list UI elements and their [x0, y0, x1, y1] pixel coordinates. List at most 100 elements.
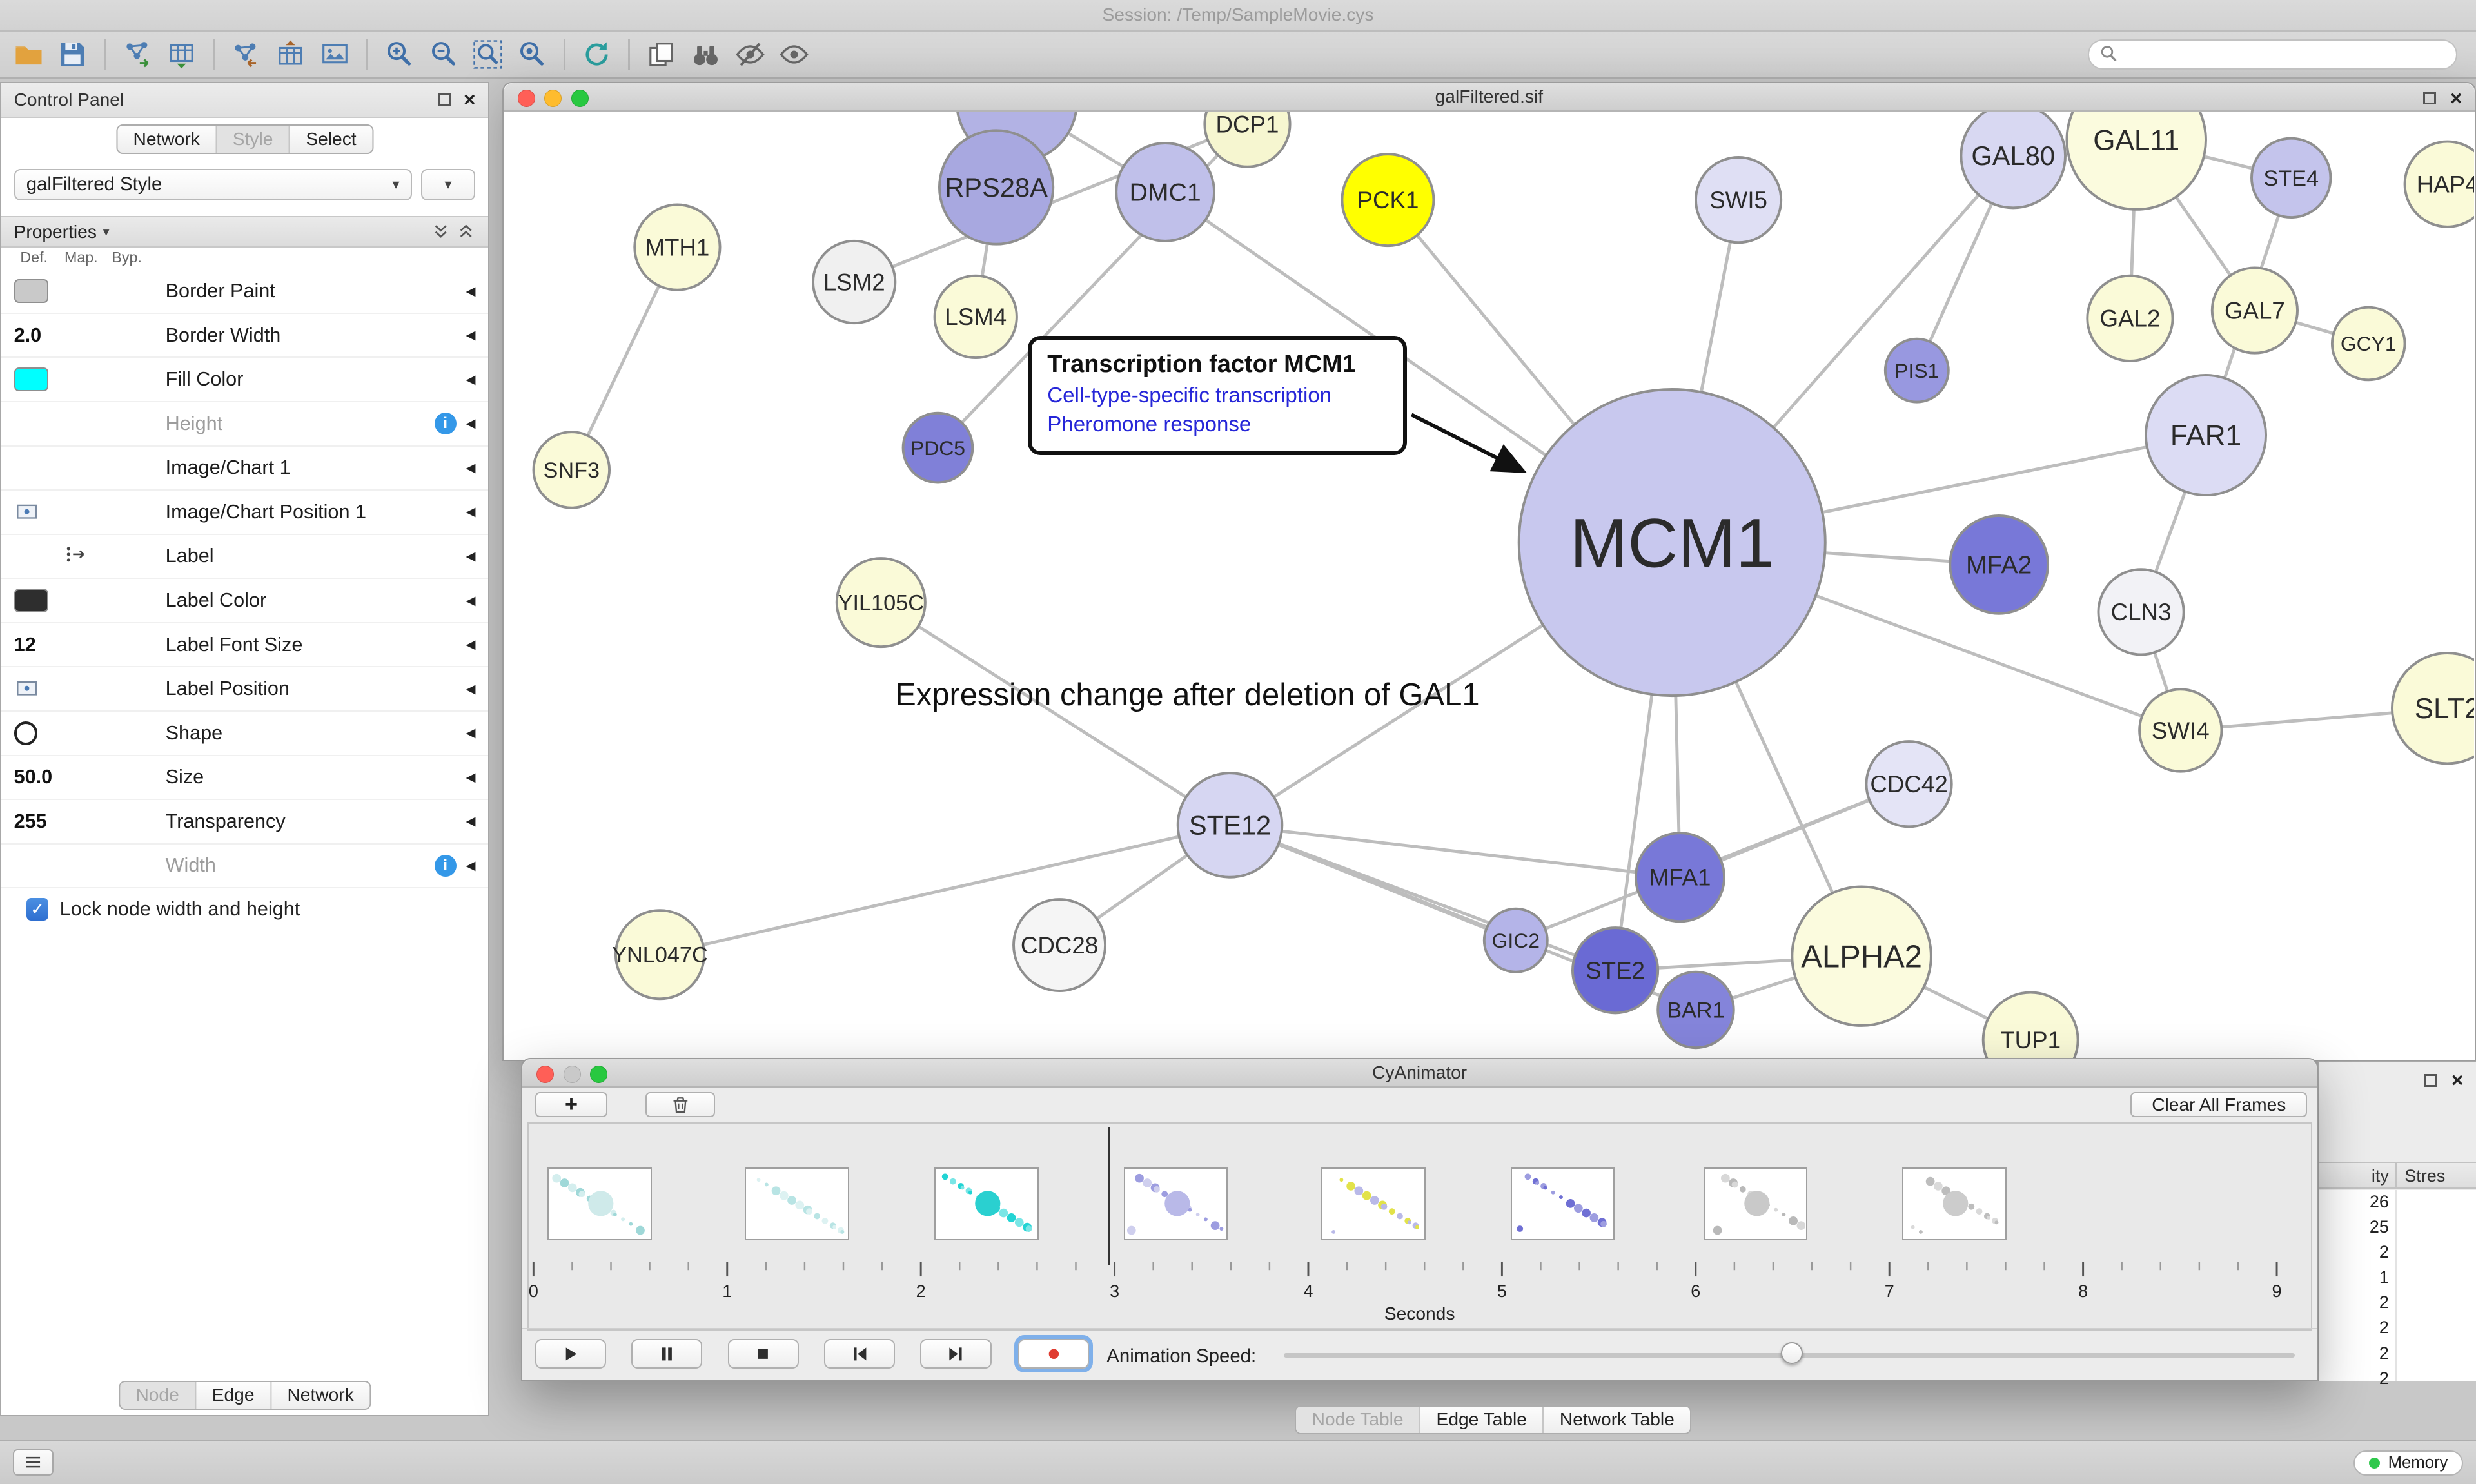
graph-node-CDC28[interactable]: CDC28 — [1012, 898, 1106, 993]
record-button[interactable] — [1014, 1334, 1094, 1373]
cyanimator-titlebar[interactable]: CyAnimator — [522, 1059, 2317, 1088]
frame-thumbnail-2[interactable] — [745, 1167, 849, 1240]
network-window-titlebar[interactable]: galFiltered.sif × — [503, 83, 2475, 112]
graph-node-HAP4[interactable]: HAP4 — [2403, 141, 2475, 229]
expand-row-icon[interactable]: ◀ — [466, 726, 476, 741]
table-row[interactable]: 25 — [2319, 1215, 2476, 1240]
style-dropdown[interactable]: galFiltered Style ▾ — [14, 168, 412, 200]
graph-node-TUP1[interactable]: TUP1 — [1981, 991, 2079, 1059]
open-session-button[interactable] — [6, 34, 51, 75]
checkbox-checked-icon[interactable]: ✓ — [26, 898, 49, 921]
expand-row-icon[interactable]: ◀ — [466, 770, 476, 785]
property-row-image-chart-position-1[interactable]: Image/Chart Position 1◀ — [1, 491, 489, 535]
graph-node-GCY1[interactable]: GCY1 — [2330, 306, 2406, 382]
frame-thumbnail-8[interactable] — [1902, 1167, 2007, 1240]
property-row-border-paint[interactable]: Border Paint◀ — [1, 269, 489, 314]
play-button[interactable] — [535, 1338, 606, 1369]
table-row[interactable]: 26 — [2319, 1190, 2476, 1215]
previous-frame-button[interactable] — [823, 1338, 896, 1369]
table-column-header[interactable]: Stres — [2404, 1166, 2446, 1186]
table-row[interactable]: 2 — [2319, 1367, 2476, 1392]
show-all-button[interactable] — [772, 34, 816, 75]
default-value[interactable]: 50.0 — [14, 766, 53, 788]
import-table-button[interactable] — [159, 34, 204, 75]
frame-thumbnail-4[interactable] — [1123, 1167, 1228, 1240]
table-row[interactable]: 2 — [2319, 1342, 2476, 1367]
info-icon[interactable]: i — [434, 413, 457, 435]
graph-node-GAL2[interactable]: GAL2 — [2086, 275, 2174, 363]
expand-row-icon[interactable]: ◀ — [466, 505, 476, 520]
style-options-button[interactable]: ▾ — [421, 168, 475, 200]
table-row[interactable]: 1 — [2319, 1266, 2476, 1291]
minimize-traffic-icon[interactable] — [544, 90, 562, 108]
graph-node-STE2[interactable]: STE2 — [1571, 926, 1659, 1015]
playhead[interactable] — [1108, 1126, 1110, 1266]
export-image-button[interactable] — [313, 34, 357, 75]
collapse-all-icon[interactable] — [431, 222, 450, 241]
annotation-box[interactable]: Transcription factor MCM1 Cell-type-spec… — [1027, 336, 1407, 456]
graph-node-GAL11[interactable]: GAL11 — [2065, 112, 2207, 211]
next-frame-button[interactable] — [920, 1338, 992, 1369]
find-button[interactable] — [683, 34, 728, 75]
graph-node-CLN3[interactable]: CLN3 — [2097, 568, 2185, 656]
panel-tab-edge[interactable]: Edge — [196, 1381, 271, 1409]
frame-thumbnail-7[interactable] — [1703, 1167, 1808, 1240]
frame-thumbnail-5[interactable] — [1321, 1167, 1426, 1240]
export-network-button[interactable] — [224, 34, 269, 75]
annotation-link[interactable]: Cell-type-specific transcription — [1047, 383, 1332, 407]
default-value[interactable]: 2.0 — [14, 324, 42, 346]
zoom-traffic-icon[interactable] — [590, 1065, 608, 1083]
close-traffic-icon[interactable] — [536, 1065, 555, 1083]
hide-selected-button[interactable] — [728, 34, 772, 75]
property-row-shape[interactable]: Shape◀ — [1, 712, 489, 756]
properties-header[interactable]: Properties ▾ — [1, 216, 489, 248]
table-tab-edge-table[interactable]: Edge Table — [1420, 1406, 1544, 1434]
stop-button[interactable] — [727, 1338, 799, 1369]
table-row[interactable]: 2 — [2319, 1240, 2476, 1265]
graph-node-SNF3[interactable]: SNF3 — [532, 431, 611, 510]
property-row-label-position[interactable]: Label Position◀ — [1, 667, 489, 712]
expand-row-icon[interactable]: ◀ — [466, 416, 476, 431]
graph-node-BAR1[interactable]: BAR1 — [1656, 971, 1735, 1050]
graph-node-YNL047C[interactable]: YNL047C — [612, 909, 708, 1001]
expand-row-icon[interactable]: ◀ — [466, 681, 476, 696]
zoom-selected-button[interactable] — [510, 34, 555, 75]
expand-row-icon[interactable]: ◀ — [466, 814, 476, 829]
graph-node-GAL80[interactable]: GAL80 — [1960, 112, 2067, 210]
search-box[interactable] — [2087, 39, 2457, 70]
graph-node-YIL105C[interactable]: YIL105C — [835, 557, 927, 649]
property-row-label-color[interactable]: Label Color◀ — [1, 579, 489, 623]
network-canvas[interactable]: RPS28BRPS28ADMC1DCP1PCK1SWI5GAL80GAL11ST… — [503, 112, 2475, 1059]
graph-node-STE4[interactable]: STE4 — [2250, 137, 2332, 219]
property-row-label[interactable]: Label◀ — [1, 535, 489, 580]
export-table-button[interactable] — [268, 34, 313, 75]
graph-node-MFA1[interactable]: MFA1 — [1634, 832, 1725, 923]
zoom-out-button[interactable] — [422, 34, 466, 75]
table-column-header[interactable]: ity — [2371, 1166, 2389, 1186]
graph-node-LSM2[interactable]: LSM2 — [811, 240, 897, 325]
close-panel-icon[interactable]: × — [464, 88, 476, 112]
expand-row-icon[interactable]: ◀ — [466, 372, 476, 387]
close-table-panel-icon[interactable]: × — [2451, 1068, 2464, 1091]
expand-all-icon[interactable] — [457, 222, 475, 241]
close-traffic-icon[interactable] — [517, 90, 535, 108]
float-panel-icon[interactable] — [438, 93, 451, 107]
graph-node-ALPHA2[interactable]: ALPHA2 — [1791, 885, 1932, 1028]
info-icon[interactable]: i — [434, 854, 457, 877]
color-swatch[interactable] — [14, 279, 49, 303]
speed-slider-handle[interactable] — [1780, 1342, 1803, 1364]
clear-all-frames-button[interactable]: Clear All Frames — [2130, 1092, 2308, 1118]
expand-row-icon[interactable]: ◀ — [466, 593, 476, 608]
tab-select[interactable]: Select — [290, 126, 372, 153]
apply-layout-button[interactable] — [575, 34, 619, 75]
frame-thumbnail-3[interactable] — [934, 1167, 1039, 1240]
graph-node-DCP1[interactable]: DCP1 — [1203, 112, 1292, 169]
network-graph[interactable]: RPS28BRPS28ADMC1DCP1PCK1SWI5GAL80GAL11ST… — [504, 112, 2475, 1059]
expand-row-icon[interactable]: ◀ — [466, 638, 476, 652]
panel-tab-node[interactable]: Node — [119, 1381, 197, 1409]
zoom-traffic-icon[interactable] — [571, 90, 589, 108]
